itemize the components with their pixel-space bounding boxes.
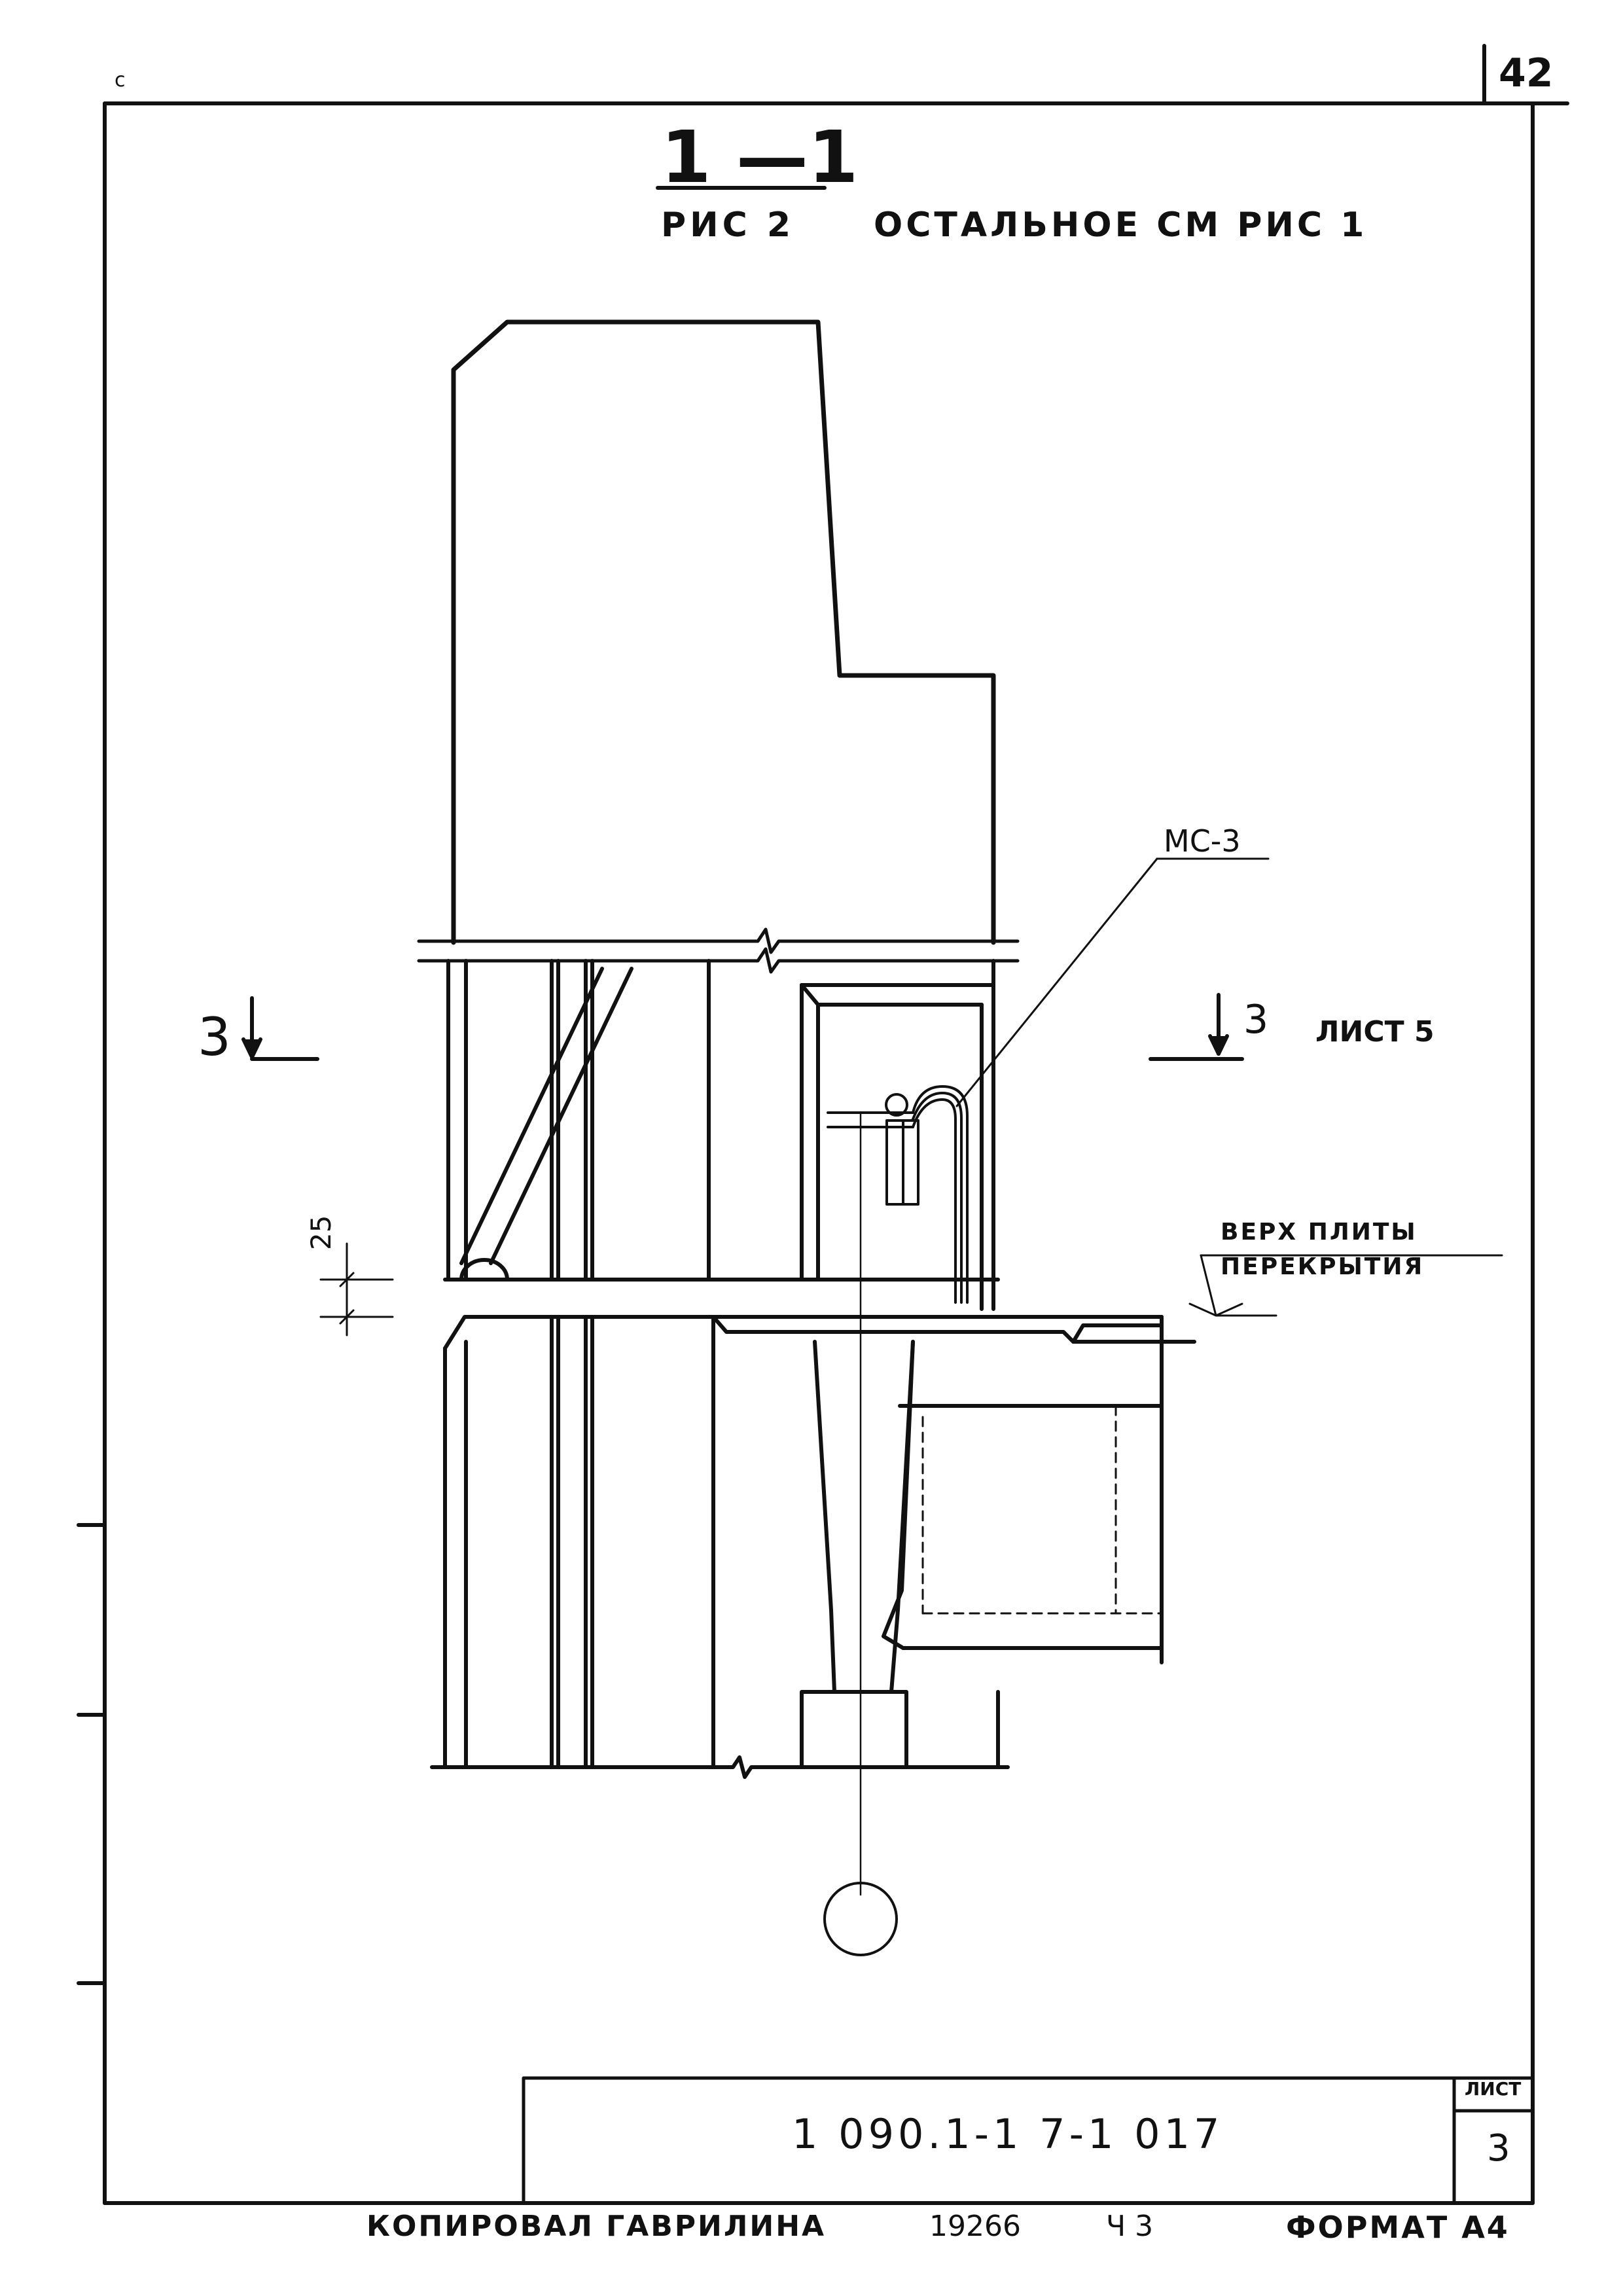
section-cut-marks xyxy=(241,993,1244,1061)
sheet-number: 3 xyxy=(1487,2127,1510,2170)
section-title: 1 —1 xyxy=(661,115,859,199)
truss-frame xyxy=(443,959,1000,1282)
corner-mark: c xyxy=(115,69,126,92)
break-line-top xyxy=(417,927,1020,974)
page-number: 42 xyxy=(1499,50,1554,96)
lower-hidden-box xyxy=(921,1405,1163,1615)
paper-format: ФОРМАТ А4 xyxy=(1286,2210,1510,2245)
section-mark-left: 3 xyxy=(198,1007,231,1067)
lower-column xyxy=(430,1315,1010,1779)
title-block xyxy=(522,2076,1535,2205)
issue-number: Ч 3 xyxy=(1106,2210,1154,2243)
mc3-part xyxy=(827,1085,969,1304)
section-sheet-ref: ЛИСТ 5 xyxy=(1315,1015,1435,1049)
mc3-leader xyxy=(955,857,1270,1107)
upper-column-outline xyxy=(451,319,996,945)
pedestal xyxy=(800,1340,915,1769)
level-note-line1: ВЕРХ ПЛИТЫ xyxy=(1221,1219,1418,1246)
copied-by: КОПИРОВАЛ ГАВРИЛИНА xyxy=(366,2210,827,2243)
dimension-25 xyxy=(319,1242,394,1336)
sheet-label: ЛИСТ xyxy=(1465,2078,1522,2100)
slab-level-marker xyxy=(1188,1254,1503,1317)
level-note-line2: ПЕРЕКРЫТИЯ xyxy=(1221,1253,1425,1280)
order-number: 19266 xyxy=(929,2210,1021,2243)
section-subtitle: РИС 2 xyxy=(661,206,795,245)
housing-box xyxy=(800,959,995,1311)
section-reference: ОСТАЛЬНОЕ СМ РИС 1 xyxy=(874,206,1368,245)
part-callout: МС-3 xyxy=(1164,823,1241,859)
dimension-gap-label: 25 xyxy=(305,1215,337,1250)
section-mark-right: 3 xyxy=(1243,997,1269,1043)
plumb-circle xyxy=(823,1882,898,1956)
document-code: 1 090.1-1 7-1 017 xyxy=(792,2110,1224,2158)
